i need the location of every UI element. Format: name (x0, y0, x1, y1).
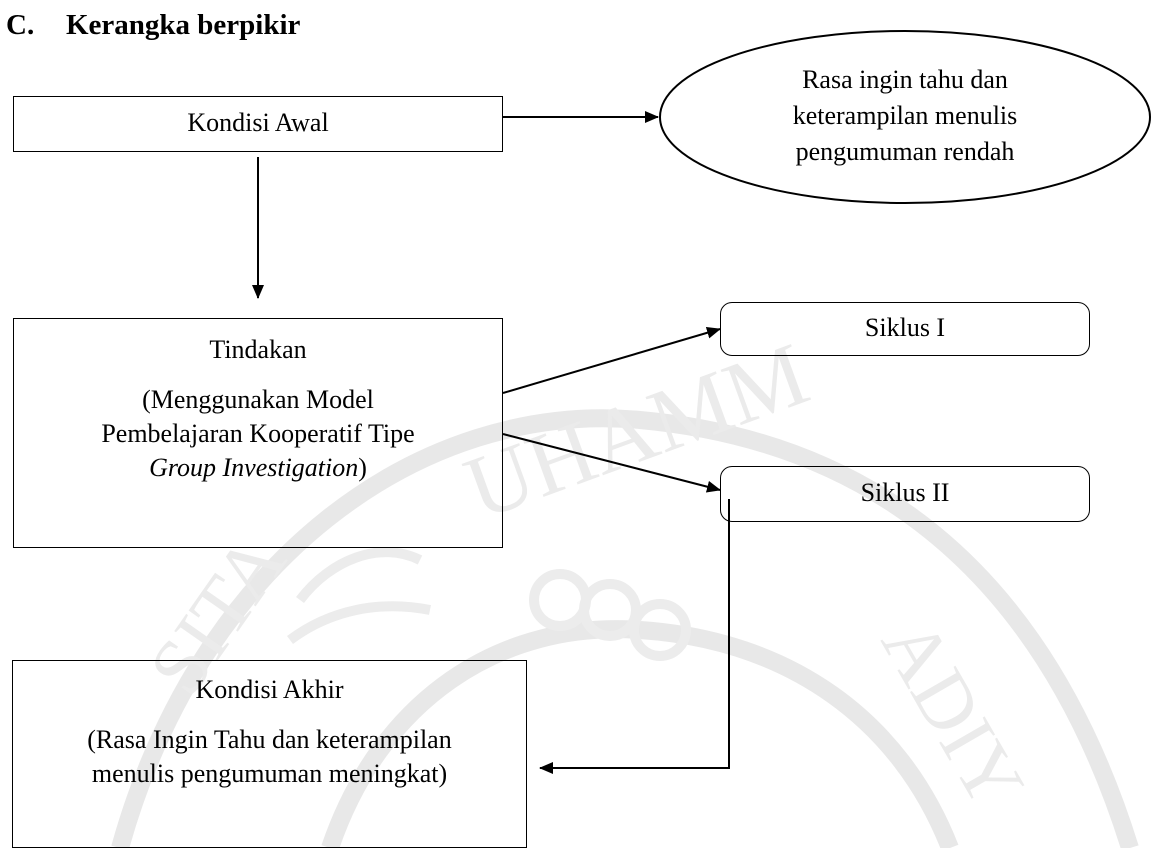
kondisi-akhir-title: Kondisi Akhir (195, 675, 344, 704)
rasa-line-1: Rasa ingin tahu dan (802, 65, 1008, 94)
section-heading: C. Kerangka berpikir (6, 6, 300, 44)
arrow-tindakan-to-siklus1 (502, 326, 721, 394)
tindakan-line-2: Pembelajaran Kooperatif Tipe (101, 419, 415, 448)
siklus-2-label: Siklus II (860, 478, 950, 507)
tindakan-title: Tindakan (209, 335, 307, 364)
arrow-siklus2-to-akhir (539, 499, 730, 774)
node-kondisi-akhir: Kondisi Akhir (Rasa Ingin Tahu dan keter… (12, 660, 527, 848)
node-rasa-ingin-tahu: Rasa ingin tahu dan keterampilan menulis… (700, 62, 1110, 170)
arrow-tindakan-to-siklus2 (502, 433, 721, 493)
ellipse-rasa-ingin-tahu (659, 30, 1151, 204)
section-number: C. (6, 9, 35, 41)
node-siklus-1: Siklus I (720, 302, 1090, 356)
node-siklus-2: Siklus II (720, 466, 1090, 522)
tindakan-line-3-italic: Group Investigation (149, 453, 359, 482)
kondisi-awal-label: Kondisi Awal (187, 108, 329, 137)
kondisi-akhir-line-1: (Rasa Ingin Tahu dan keterampilan (87, 725, 452, 754)
tindakan-line-3-suffix: ) (358, 453, 367, 482)
tindakan-line-3: Group Investigation) (14, 451, 502, 485)
rasa-line-3: pengumuman rendah (795, 137, 1015, 166)
rasa-line-2: keterampilan menulis (792, 101, 1018, 130)
node-kondisi-awal: Kondisi Awal (13, 96, 503, 152)
siklus-1-label: Siklus I (864, 313, 946, 342)
node-tindakan: Tindakan (Menggunakan Model Pembelajaran… (13, 318, 503, 548)
section-title: Kerangka berpikir (66, 9, 301, 41)
tindakan-line-1: (Menggunakan Model (142, 385, 374, 414)
kondisi-akhir-line-2: menulis pengumuman meningkat) (91, 759, 448, 788)
